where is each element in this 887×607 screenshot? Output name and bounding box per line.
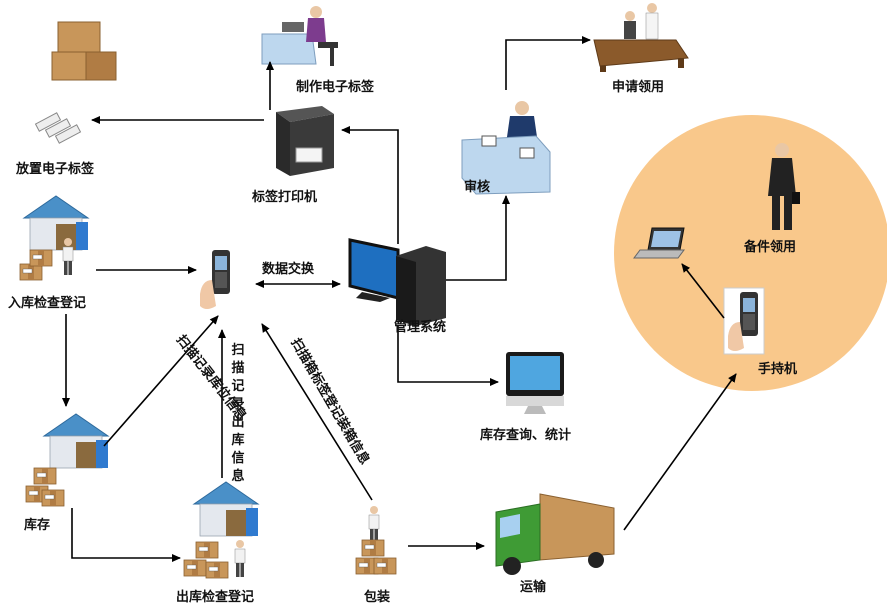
scanner-illustration — [200, 250, 230, 309]
boxes-tags-illustration — [34, 21, 117, 144]
label-spare: 备件领用 — [744, 240, 797, 255]
businessman-illustration — [768, 143, 800, 230]
outbound-warehouse-illustration — [183, 481, 259, 579]
label-query: 库存查询、统计 — [480, 428, 572, 443]
arrow-stock-to-scanner — [103, 315, 219, 447]
stock-warehouse-illustration — [25, 413, 109, 507]
label-maker-illustration — [261, 6, 338, 66]
label-printer: 标签打印机 — [252, 190, 318, 205]
label-data-exchange: 数据交换 — [262, 262, 315, 277]
handheld-zone-circle — [614, 115, 887, 391]
label-printer-illustration — [276, 106, 334, 176]
arrow-pack-to-scanner — [261, 323, 373, 501]
arrow-stock-to-outbound — [71, 508, 181, 562]
management-computer-illustration — [348, 238, 446, 326]
pack-illustration — [355, 505, 397, 575]
laptop-illustration — [633, 227, 685, 259]
label-inbound: 入库检查登记 — [8, 296, 87, 311]
arrow-transport-to-handheld — [623, 373, 737, 531]
handheld-illustration — [723, 287, 765, 355]
arrow-audit-to-apply — [505, 36, 591, 90]
audit-illustration — [461, 101, 551, 195]
label-apply: 申请领用 — [612, 80, 665, 95]
inbound-warehouse-illustration — [19, 195, 89, 281]
label-make-label: 制作电子标签 — [296, 80, 375, 95]
arrow-mgmt-to-printer — [341, 126, 399, 244]
label-outbound: 出库检查登记 — [176, 590, 255, 605]
meeting-illustration — [593, 3, 689, 72]
label-handheld: 手持机 — [758, 362, 798, 377]
label-stock: 库存 — [24, 518, 51, 533]
imac-illustration — [506, 352, 564, 414]
truck-illustration — [495, 493, 615, 575]
label-pack: 包装 — [364, 590, 391, 605]
label-place-label: 放置电子标签 — [16, 162, 95, 177]
edge-label-scan-out: 扫描记录出库信息 — [231, 343, 245, 484]
arrow-mgmt-to-query — [397, 326, 499, 386]
label-mgmt: 管理系统 — [394, 320, 447, 335]
arrows — [62, 36, 737, 562]
arrow-mgmt-to-audit — [446, 195, 510, 281]
label-audit: 审核 — [464, 180, 491, 195]
label-transport: 运输 — [520, 580, 547, 595]
arrow-handheld-to-laptop — [681, 263, 725, 319]
